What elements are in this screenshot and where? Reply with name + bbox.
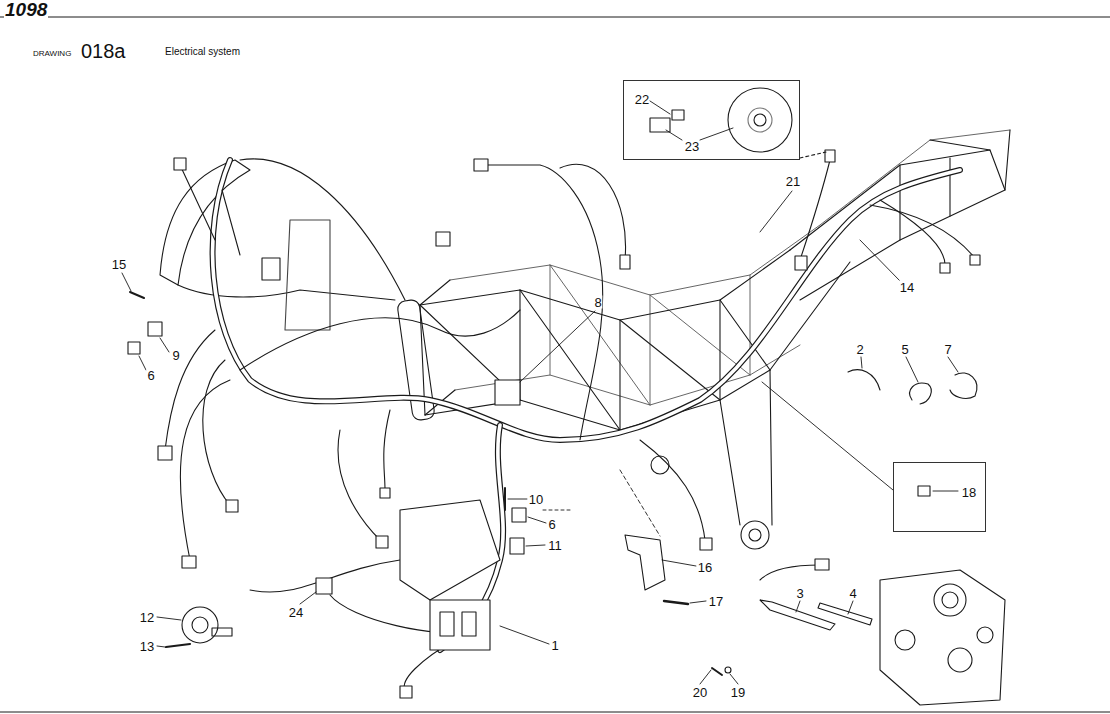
callout-number: 1 <box>550 639 559 652</box>
callout-number: 4 <box>848 587 857 600</box>
callout-number: 23 <box>685 140 699 153</box>
callout-number: 7 <box>943 343 952 356</box>
callout-number: 9 <box>171 349 180 362</box>
callout-number: 12 <box>139 611 155 624</box>
callout-number: 20 <box>692 686 708 699</box>
leader-lines <box>122 101 958 684</box>
header-rule <box>0 17 1110 18</box>
callout-number: 11 <box>547 539 563 552</box>
callout-number: 10 <box>528 493 544 506</box>
callout-number: 5 <box>900 343 909 356</box>
callout-number: 19 <box>730 686 746 699</box>
components <box>128 292 1005 705</box>
inset-box: 18 <box>893 462 986 532</box>
footer-rule <box>0 712 1110 713</box>
callout-number: 17 <box>708 595 724 608</box>
callout-number: 24 <box>288 606 304 619</box>
sheet-title: Electrical system <box>165 47 240 57</box>
callout-number: 21 <box>785 175 801 188</box>
callout-number: 14 <box>899 281 915 294</box>
fairing-subframe <box>160 159 405 330</box>
callout-number: 18 <box>962 486 976 499</box>
callout-number: 16 <box>697 561 713 574</box>
callout-number: 3 <box>795 587 804 600</box>
callout-number: 15 <box>111 258 127 271</box>
connector-plugs <box>158 150 980 698</box>
drawing-caption: DRAWING <box>32 50 72 58</box>
model-logo: 1098 <box>4 0 48 19</box>
callout-number: 13 <box>139 640 155 653</box>
callout-number: 2 <box>855 343 864 356</box>
callout-number: 22 <box>635 93 649 106</box>
callout-number: 8 <box>593 296 602 309</box>
inset-parts <box>650 88 930 496</box>
inset-box: 22 23 <box>623 80 800 160</box>
callout-number: 6 <box>547 518 556 531</box>
drawing-number: 018a <box>80 41 127 61</box>
callout-number: 6 <box>146 369 155 382</box>
frame-far-side <box>450 130 1010 405</box>
frame-near-side <box>397 130 1010 549</box>
wiring-harness <box>165 160 975 690</box>
